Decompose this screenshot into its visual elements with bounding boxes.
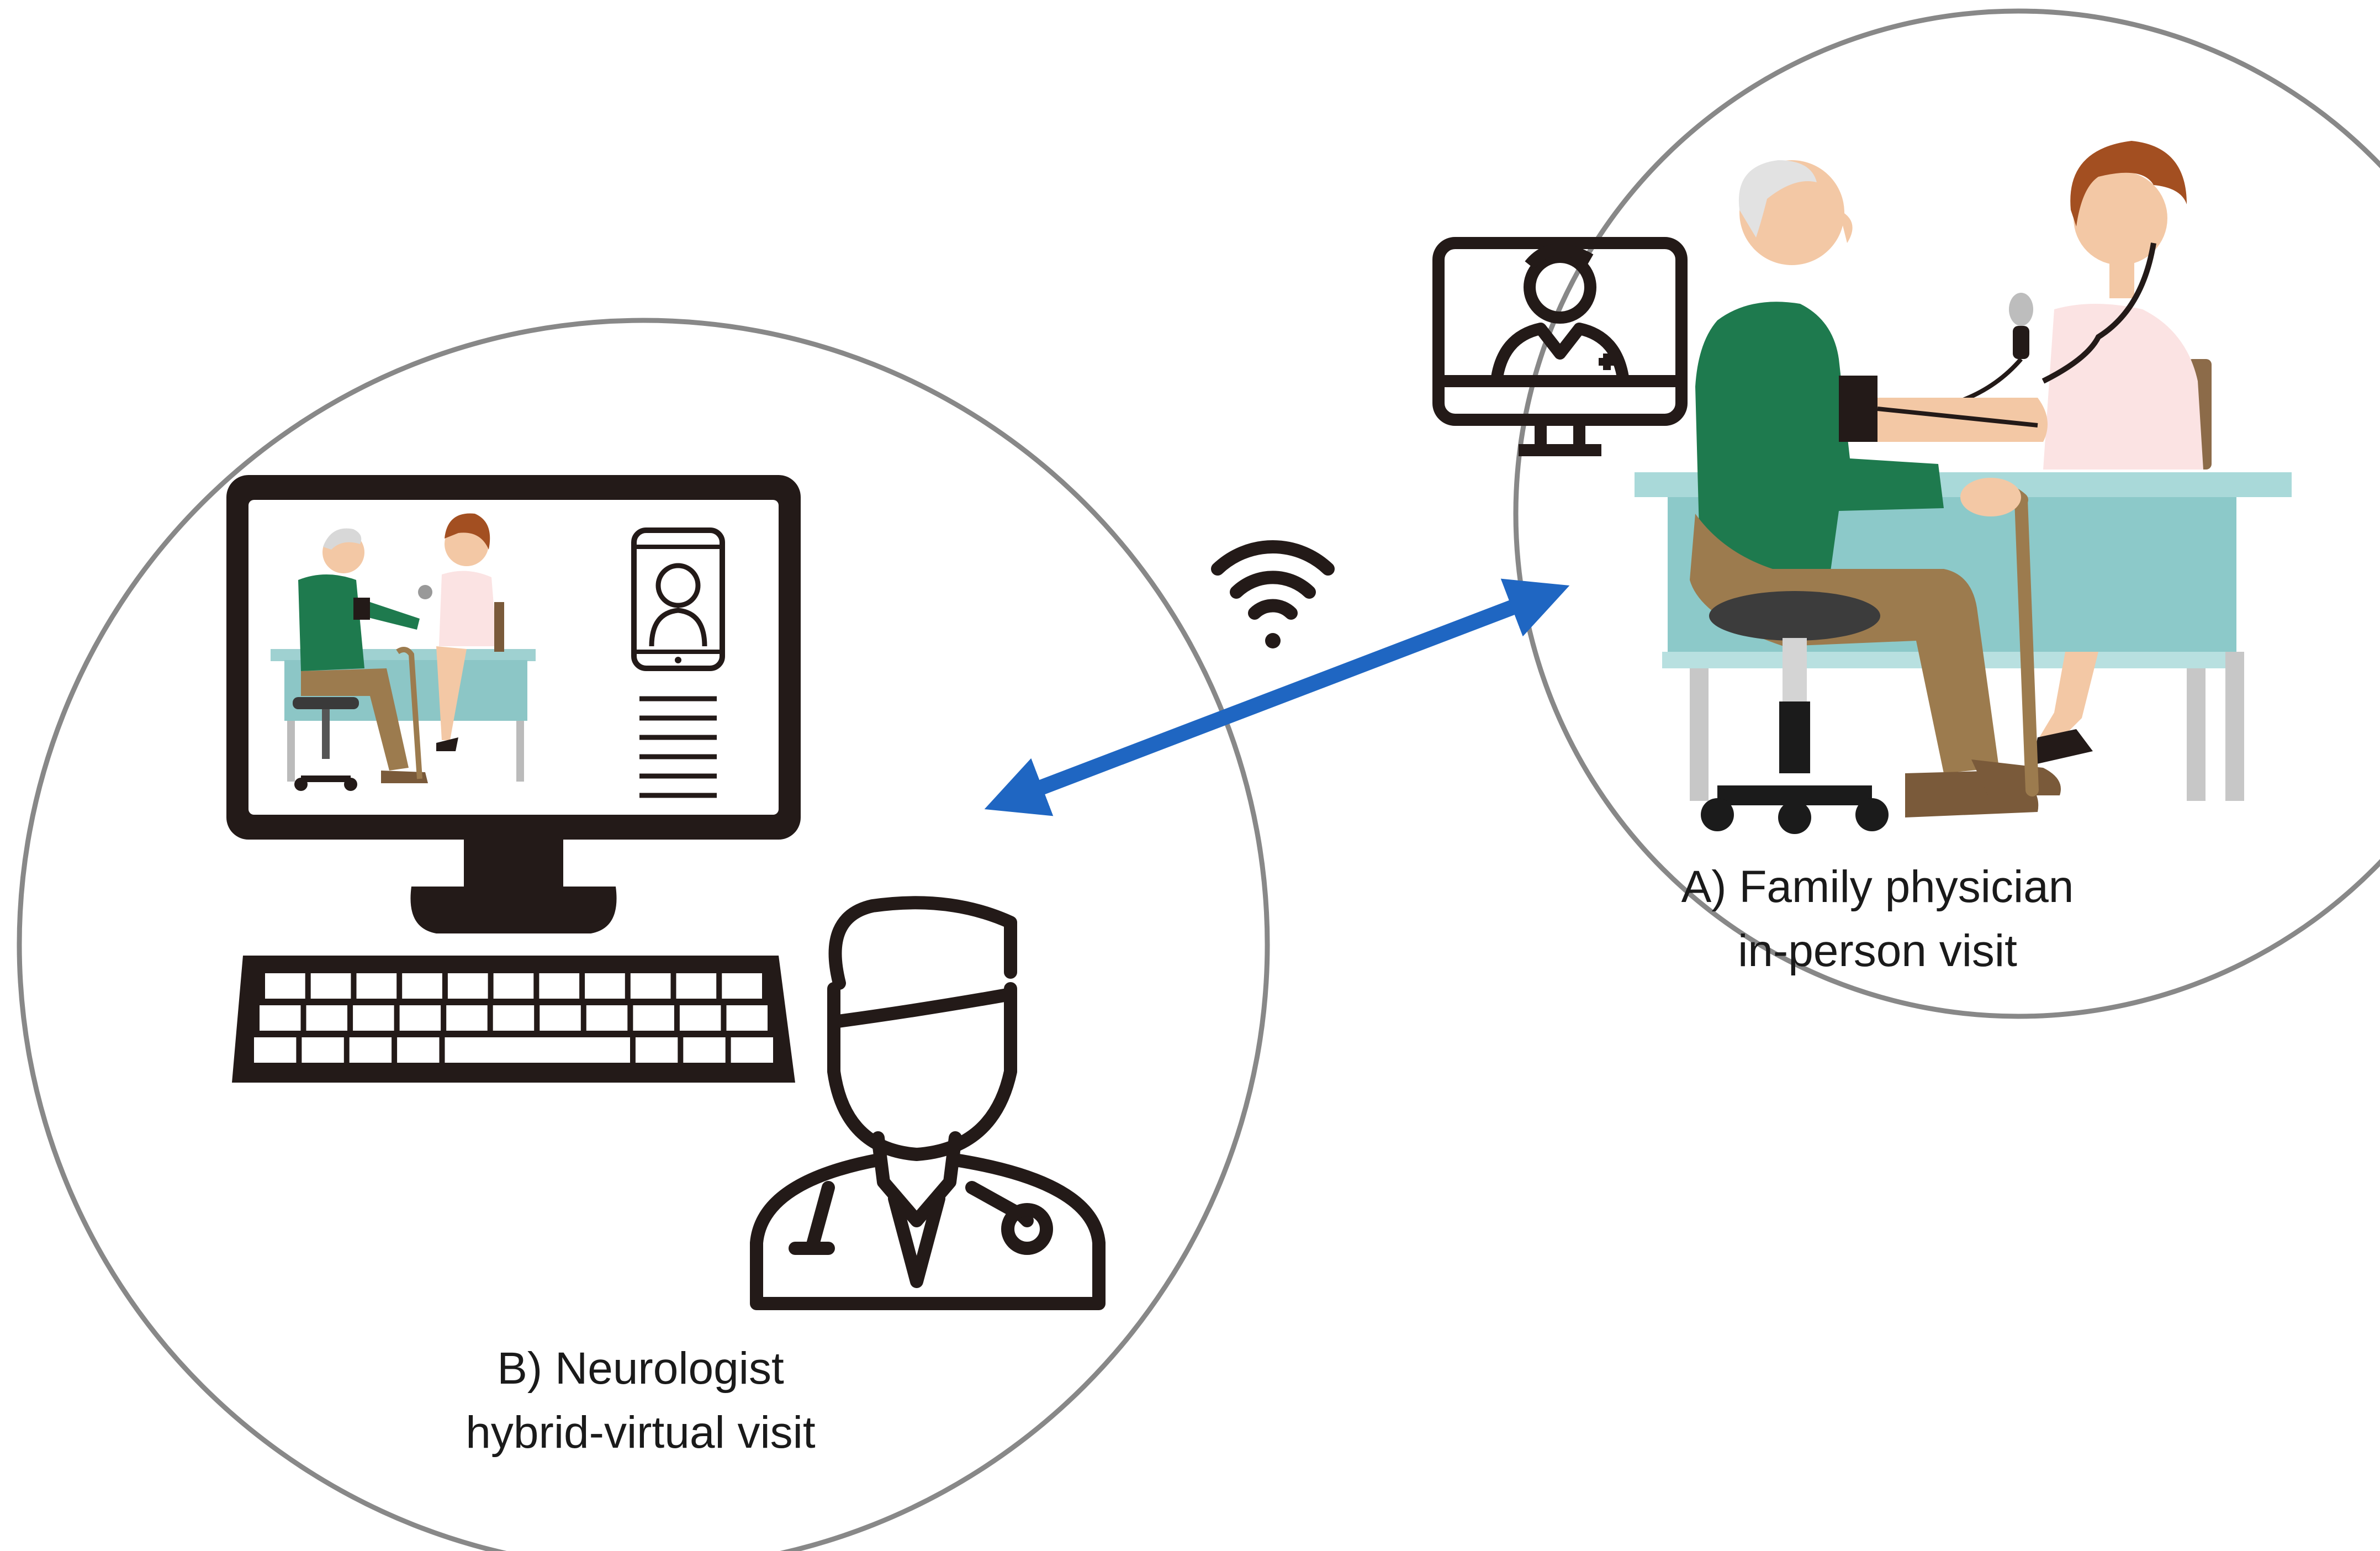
family-physician-label-line1: A) Family physician [1681, 862, 2074, 912]
keyboard-key [302, 1037, 344, 1063]
neurologist-label: B) Neurologist hybrid-virtual visit [331, 1337, 950, 1465]
bidirectional-arrow [984, 578, 1570, 816]
keyboard-key [356, 973, 397, 999]
keyboard-key [683, 1037, 726, 1063]
doctor-stethoscope-icon [750, 896, 1106, 1310]
keyboard-key [676, 973, 717, 999]
keyboard-key [399, 1005, 441, 1031]
family-physician-label: A) Family physician in-person visit [1568, 855, 2187, 983]
keyboard-key [447, 973, 488, 999]
keyboard-key [254, 1037, 297, 1063]
keyboard-key [402, 973, 442, 999]
doctor-monitor-icon [1432, 237, 1688, 456]
keyboard-key [493, 1005, 535, 1031]
keyboard-key [630, 973, 671, 999]
keyboard-key [679, 1005, 721, 1031]
keyboard-key [397, 1037, 440, 1063]
keyboard-key [586, 1005, 628, 1031]
keyboard-key [726, 1005, 768, 1031]
wifi-icon [1211, 540, 1335, 648]
keyboard-key [349, 1037, 392, 1063]
keyboard-key [310, 973, 351, 999]
keyboard-key [540, 1005, 581, 1031]
keyboard-key [635, 1037, 678, 1063]
desktop-computer-icon [226, 475, 801, 933]
keyboard-key [265, 973, 305, 999]
keyboard-key [260, 1005, 301, 1031]
neurologist-label-line1: B) Neurologist [497, 1343, 784, 1394]
keyboard-key [731, 1037, 773, 1063]
keyboard-key [493, 973, 534, 999]
family-physician-label-line2: in-person visit [1738, 926, 2017, 976]
smartphone-doctor-icon [631, 527, 725, 798]
keyboard-key [306, 1005, 347, 1031]
in-person-consultation-scene [1635, 141, 2292, 834]
keyboard-key [585, 973, 625, 999]
keyboard-spacebar [445, 1037, 630, 1063]
screen-consultation-scene [271, 513, 536, 791]
keyboard-key [353, 1005, 394, 1031]
keyboard-key [722, 973, 762, 999]
neurologist-label-line2: hybrid-virtual visit [466, 1407, 816, 1458]
keyboard-key [539, 973, 580, 999]
keyboard-key [633, 1005, 674, 1031]
keyboard-key [446, 1005, 488, 1031]
keyboard-icon [232, 956, 795, 1083]
